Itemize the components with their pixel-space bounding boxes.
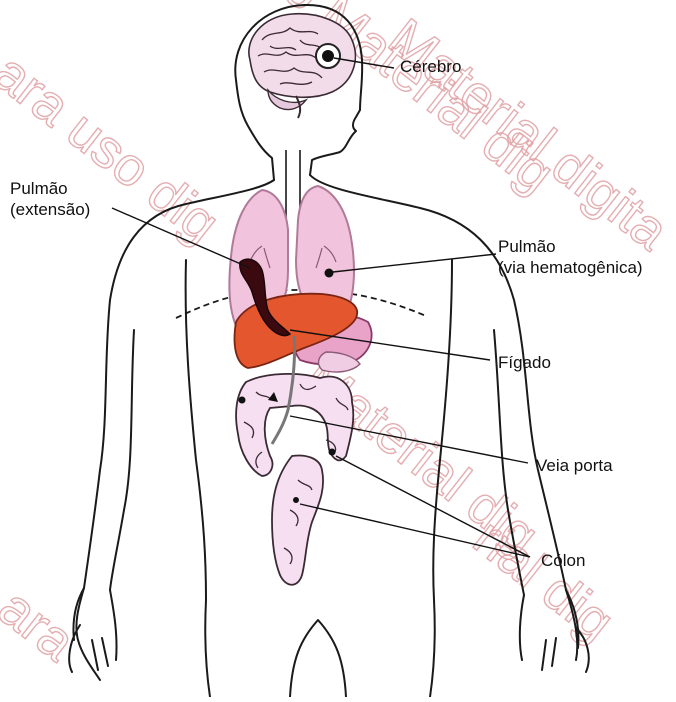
watermark-text-1: ara uso dig [0, 42, 230, 254]
label-figado-text: Fígado [498, 352, 551, 373]
left-torso [186, 260, 210, 697]
label-colon: Cólon [541, 550, 585, 571]
left-hand [69, 588, 116, 672]
label-pulmao-hematogenica: Pulmão (via hematogênica) [498, 236, 643, 278]
brain [249, 14, 356, 118]
colon-lesion-1 [239, 397, 246, 404]
brain-lesion [322, 50, 334, 62]
label-figado: Fígado [498, 352, 551, 373]
label-pulmao-extensao-line1: Pulmão [10, 178, 90, 199]
label-cerebro: Cérebro [400, 56, 461, 77]
label-colon-text: Cólon [541, 550, 585, 571]
crotch [290, 620, 346, 697]
colon-lesion-3 [293, 497, 299, 503]
label-pulmao-extensao-line2: (extensão) [10, 199, 90, 220]
colon-lesion-2 [329, 449, 336, 456]
label-pulmao-hema-line1: Pulmão [498, 236, 643, 257]
lung-hematogenous-lesion [325, 269, 334, 278]
label-pulmao-hema-line2: (via hematogênica) [498, 257, 643, 278]
watermark-text-3: Material digita [378, 7, 676, 262]
label-pulmao-extensao: Pulmão (extensão) [10, 178, 90, 220]
label-cerebro-text: Cérebro [400, 56, 461, 77]
colon [236, 374, 353, 585]
leader-pulmao-hema [333, 254, 496, 272]
label-veia-porta-text: Veia porta [536, 455, 613, 476]
label-veia-porta: Veia porta [536, 455, 613, 476]
watermark-text-6: rial dig [463, 507, 625, 652]
